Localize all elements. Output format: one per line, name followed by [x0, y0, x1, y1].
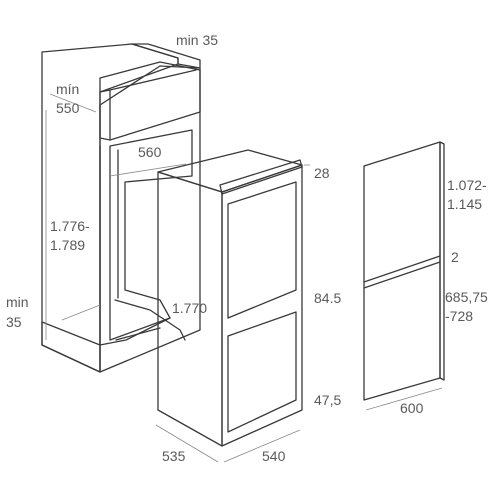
- niche-plinth: [41, 321, 101, 373]
- label-door-top-height-b: 1.145: [447, 196, 482, 212]
- label-niche-depth-a: mín: [56, 81, 79, 97]
- label-bottom-clearance: 47,5: [314, 392, 341, 408]
- label-door-gap: 2: [451, 249, 459, 265]
- label-door-gap-middle: 84.5: [314, 290, 341, 306]
- label-niche-height-b: 1.789: [50, 237, 85, 253]
- niche-side-panel: [99, 65, 201, 373]
- label-niche-top-gap: min 35: [176, 32, 218, 48]
- door-panel-edge: [439, 141, 445, 381]
- appliance-front: [221, 164, 303, 447]
- niche-floor-line: [99, 317, 171, 346]
- width-guide-560: [109, 163, 187, 177]
- niche-floor-strip: [114, 299, 186, 341]
- appliance-top-strip: [219, 159, 303, 195]
- appliance-upper-door: [227, 181, 297, 319]
- door-panel: [363, 141, 445, 411]
- niche-top-cabinet-line: [109, 69, 197, 91]
- door-panel-front: [363, 141, 441, 401]
- depth-guide-550: [49, 93, 97, 113]
- label-vent-gap-a: min: [6, 294, 29, 310]
- label-niche-width: 560: [138, 144, 162, 160]
- niche-top-cabinet: [99, 61, 201, 141]
- door-panel-split-line: [363, 255, 441, 283]
- label-niche-depth-b: 550: [56, 100, 80, 116]
- vent-gap-guide: [61, 304, 101, 321]
- niche-floor-strip-2: [115, 327, 161, 341]
- niche-opening: [109, 129, 193, 341]
- label-door-top-height-a: 1.072-: [447, 177, 487, 193]
- label-appliance-width: 540: [262, 448, 286, 464]
- label-top-clearance: 28: [314, 165, 330, 181]
- depth-guide-535: [155, 424, 219, 463]
- appliance: [155, 149, 310, 463]
- appliance-lower-door: [227, 311, 297, 433]
- width-guide-540: [223, 429, 301, 463]
- door-panel-split-line-2: [363, 261, 441, 289]
- niche-top-rim: [131, 43, 201, 69]
- appliance-top: [157, 149, 303, 193]
- width-guide-600: [365, 387, 443, 411]
- label-door-bottom-height-a: 685,75: [445, 289, 488, 305]
- label-appliance-height: 1.770: [172, 300, 207, 316]
- label-appliance-depth: 535: [162, 448, 186, 464]
- label-vent-gap-b: 35: [6, 314, 22, 330]
- installation-niche: [41, 43, 201, 373]
- niche-top-cabinet-edge: [99, 89, 111, 141]
- label-door-bottom-height-b: -728: [445, 308, 473, 324]
- label-door-width: 600: [400, 400, 424, 416]
- label-niche-height-a: 1.776-: [50, 218, 90, 234]
